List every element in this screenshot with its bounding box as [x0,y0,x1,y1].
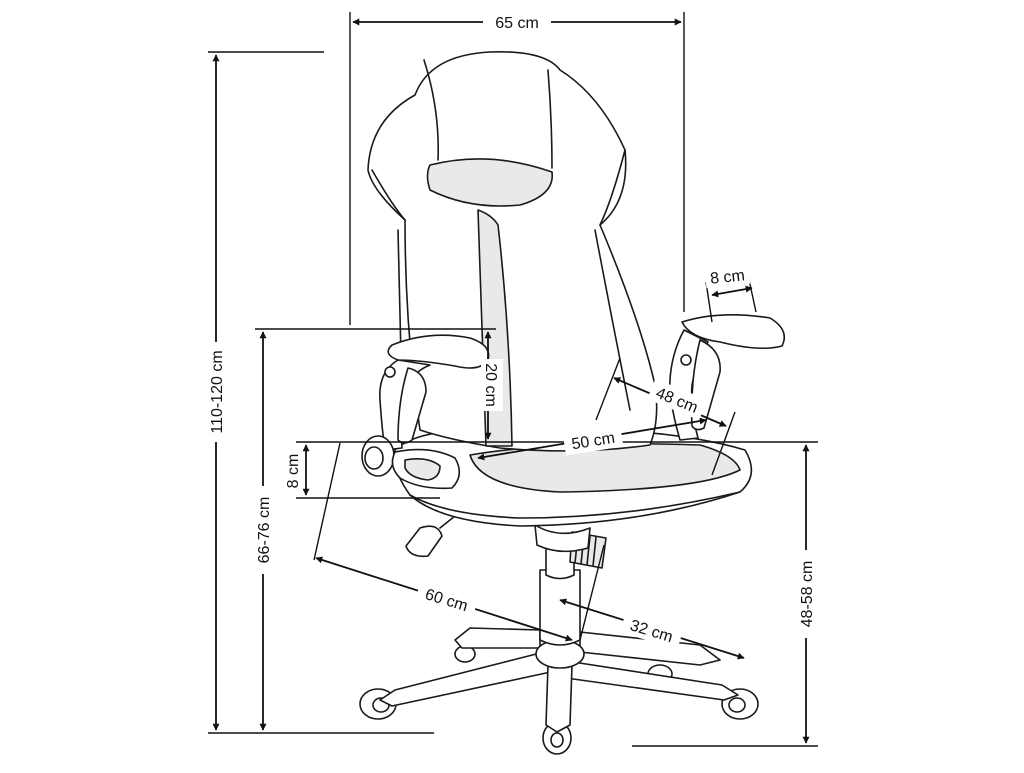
dimension-lines [208,12,818,747]
label-total-height: 110-120 cm [209,350,226,433]
left-armrest [361,334,490,490]
label-overall-width: 65 cm [495,15,539,32]
label-armrest-height: 66-76 cm [256,497,273,564]
right-armrest [668,314,786,441]
label-seat-thickness: 8 cm [285,454,302,489]
dimension-labels: 65 cm 110-120 cm 66-76 cm 48-58 cm 20 cm… [205,11,817,650]
label-seat-width: 50 cm [570,430,616,454]
caster-wheels [359,645,759,755]
chair-illustration [359,51,786,755]
gas-lift [534,524,607,646]
label-armrest-above-seat: 20 cm [482,363,499,407]
label-seat-height: 48-58 cm [799,561,816,628]
label-armrest-width: 8 cm [709,267,745,288]
